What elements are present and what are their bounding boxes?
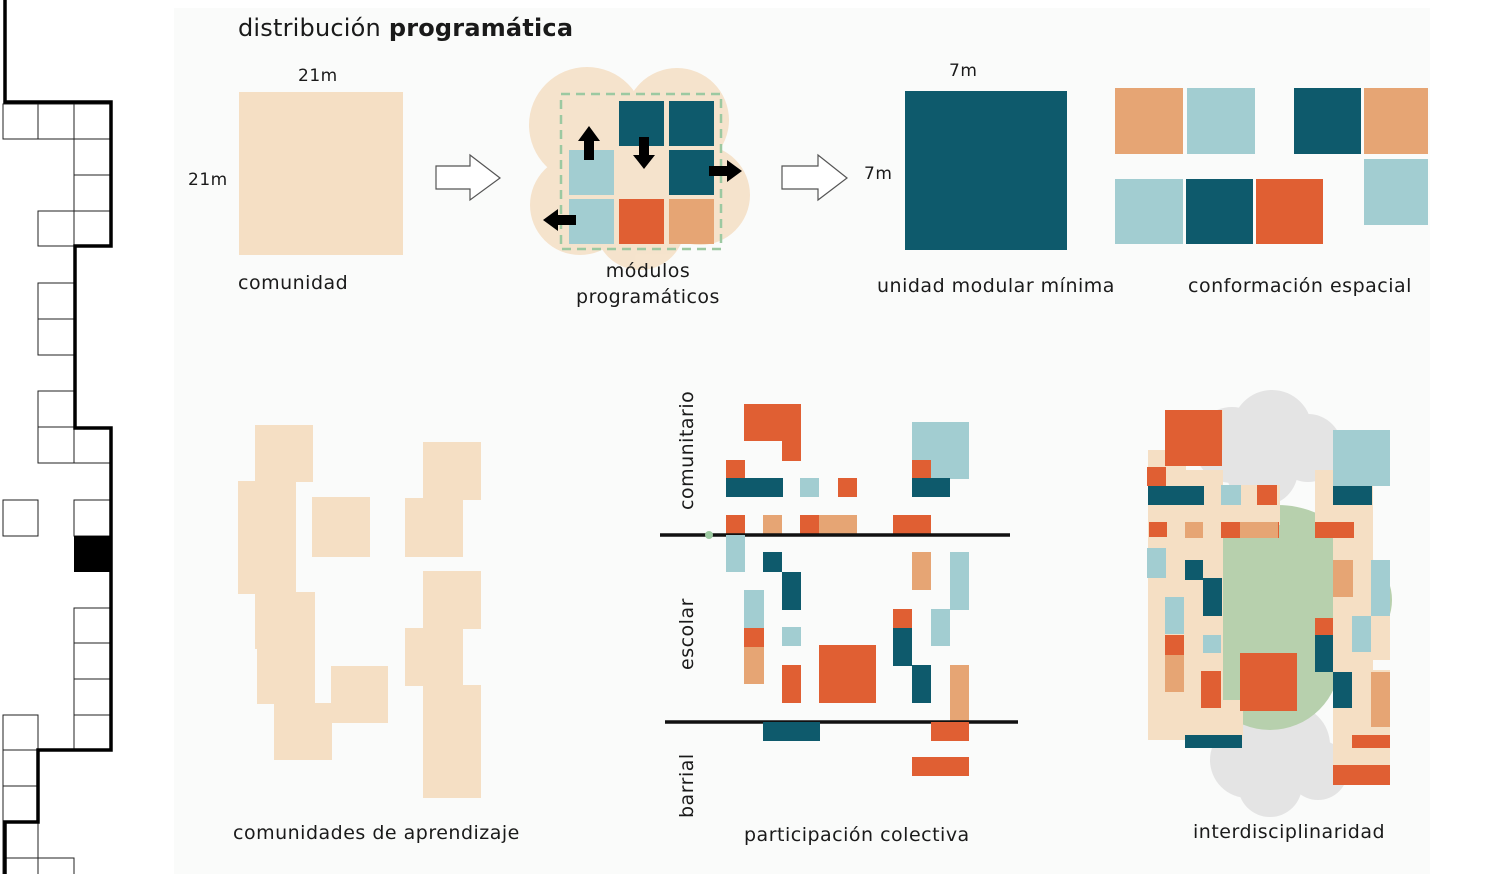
- minimal-module-square: [905, 91, 1067, 250]
- arrow-right-icon: [709, 160, 742, 182]
- learning-communities: [238, 425, 481, 798]
- collective-participation-label: participación colectiva: [744, 824, 970, 846]
- module-teal-dark: [669, 150, 714, 195]
- site-plan-strip: [2, 0, 113, 874]
- community-square: [239, 92, 403, 255]
- module-width-label: 7m: [949, 61, 978, 81]
- collective-participation: [660, 404, 1018, 776]
- modules-frame: [559, 92, 723, 251]
- axis-label-barrial: barrial: [676, 753, 698, 818]
- module-height-label: 7m: [864, 164, 893, 184]
- spatial-conformation-label: conformación espacial: [1188, 275, 1412, 297]
- arrow-down-icon: [633, 137, 655, 169]
- spatial-conformation: [1115, 88, 1428, 244]
- module-teal-light: [569, 199, 614, 244]
- interdisciplinarity: [1147, 390, 1392, 817]
- module-orange: [619, 199, 664, 244]
- arrow-right-icon: [435, 153, 502, 202]
- modules-label-line2: programáticos: [576, 286, 720, 308]
- community-height-label: 21m: [188, 170, 228, 190]
- page-title: distribución programática: [238, 14, 574, 42]
- interdisciplinarity-label: interdisciplinaridad: [1193, 821, 1386, 843]
- community-label: comunidad: [238, 272, 349, 294]
- minimal-unit-label: unidad modular mínima: [877, 275, 1115, 297]
- module-peach: [669, 199, 714, 244]
- arrow-left-icon: [543, 209, 576, 231]
- learning-communities-label: comunidades de aprendizaje: [233, 822, 520, 844]
- arrow-up-icon: [578, 126, 600, 160]
- axis-label-escolar: escolar: [676, 598, 698, 670]
- community-width-label: 21m: [298, 66, 338, 86]
- module-teal-dark: [669, 101, 714, 146]
- arrow-right-icon: [781, 153, 848, 202]
- modules-label-line1: módulos: [605, 260, 691, 282]
- axis-label-comunitario: comunitario: [676, 390, 698, 510]
